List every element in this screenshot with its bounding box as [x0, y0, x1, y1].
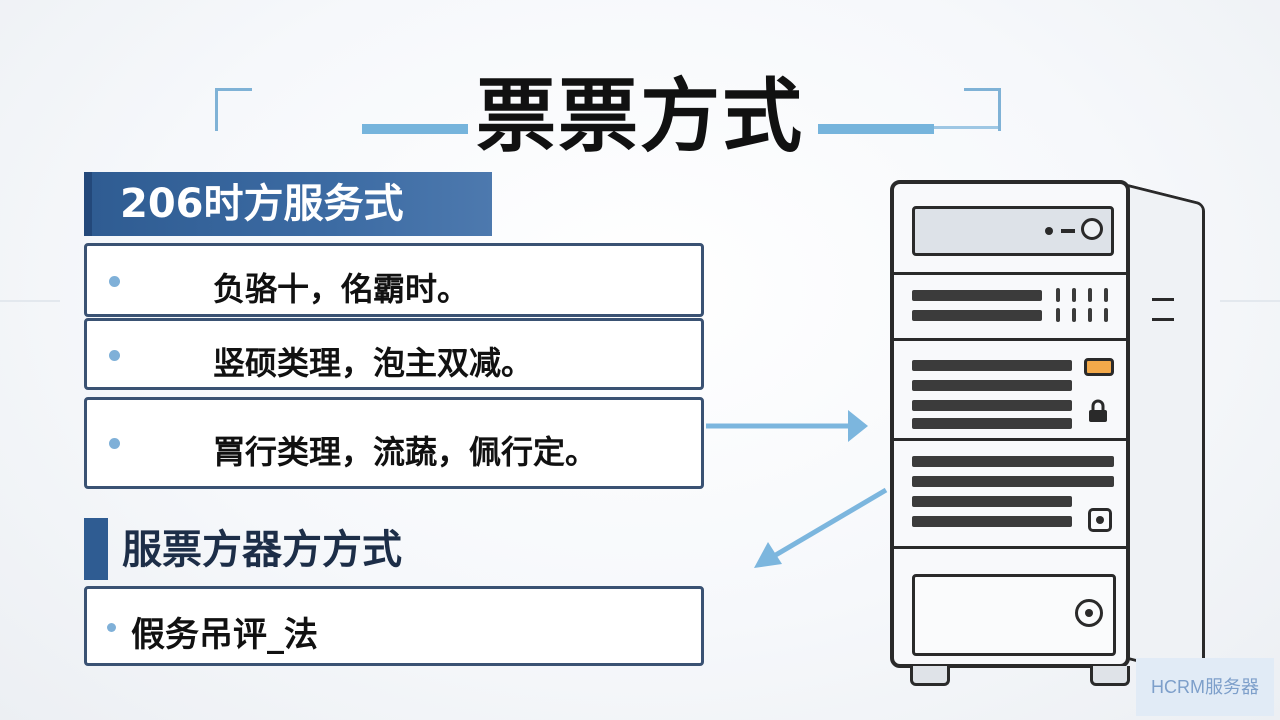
vent — [1088, 288, 1092, 302]
title-thin-line-right — [934, 126, 998, 129]
section1-heading: 206时方服务式 — [84, 172, 492, 236]
arrow-right-icon — [706, 410, 868, 442]
vent — [1104, 308, 1108, 322]
vent — [1088, 308, 1092, 322]
lock-icon — [1089, 399, 1107, 422]
server-divider — [894, 338, 1126, 341]
list-item-text: 假务吊评_法 — [131, 615, 318, 655]
server-divider — [894, 546, 1126, 549]
list-item-text: 罥行类理，流蔬，佩行定。 — [213, 433, 598, 471]
vent — [1104, 288, 1108, 302]
vent — [1072, 288, 1076, 302]
list-item: 负骆十，佲霸时。 — [84, 243, 704, 317]
vent — [1072, 308, 1076, 322]
vent — [912, 360, 1072, 371]
vent — [912, 310, 1042, 321]
indicator-dot — [1045, 227, 1053, 235]
vent — [912, 496, 1072, 507]
flow-arrows — [706, 410, 888, 568]
title-underline-left — [362, 124, 468, 134]
bottom-panel — [912, 574, 1116, 656]
bullet-icon — [109, 276, 120, 287]
list-item-text: 负骆十，佲霸时。 — [213, 270, 470, 308]
bottom-knob — [1075, 599, 1103, 627]
server-foot — [1090, 666, 1130, 686]
vent — [912, 380, 1072, 391]
server-side-vent — [1152, 298, 1174, 301]
background-line — [1220, 300, 1280, 302]
server-side-vent — [1152, 318, 1174, 321]
server-tower-icon — [890, 180, 1130, 668]
title-bracket-left — [215, 88, 252, 131]
bullet-icon — [109, 350, 120, 361]
title-bracket-right — [964, 88, 1001, 131]
arrow-down-left-icon — [754, 487, 888, 568]
indicator-dash — [1061, 229, 1075, 233]
page-title: 票票方式 — [476, 70, 804, 163]
section2-accent-bar — [84, 518, 108, 580]
bullet-icon — [107, 623, 116, 632]
drive-bay — [912, 206, 1114, 256]
vent — [1056, 288, 1060, 302]
vent — [912, 476, 1114, 487]
vent — [912, 516, 1072, 527]
watermark: HCRM服务器 — [1136, 658, 1274, 716]
vent — [1056, 308, 1060, 322]
vent — [912, 456, 1114, 467]
title-underline-right — [818, 124, 934, 134]
bullet-icon — [109, 438, 120, 449]
section2-heading: 服票方器方方式 — [122, 527, 402, 573]
server-divider — [894, 272, 1126, 275]
background-line — [0, 300, 60, 302]
server-side-panel — [1120, 182, 1205, 680]
vent — [912, 400, 1072, 411]
list-item: 罥行类理，流蔬，佩行定。 — [84, 397, 704, 489]
status-led — [1084, 358, 1114, 376]
vent — [912, 290, 1042, 301]
list-item-text: 竖硕类理，泡主双减。 — [213, 344, 534, 382]
drive-knob — [1081, 218, 1103, 240]
list-item: 假务吊评_法 — [84, 586, 704, 666]
server-divider — [894, 438, 1126, 441]
vent — [912, 418, 1072, 429]
power-icon — [1088, 508, 1112, 532]
list-item: 竖硕类理，泡主双减。 — [84, 318, 704, 390]
server-foot — [910, 666, 950, 686]
